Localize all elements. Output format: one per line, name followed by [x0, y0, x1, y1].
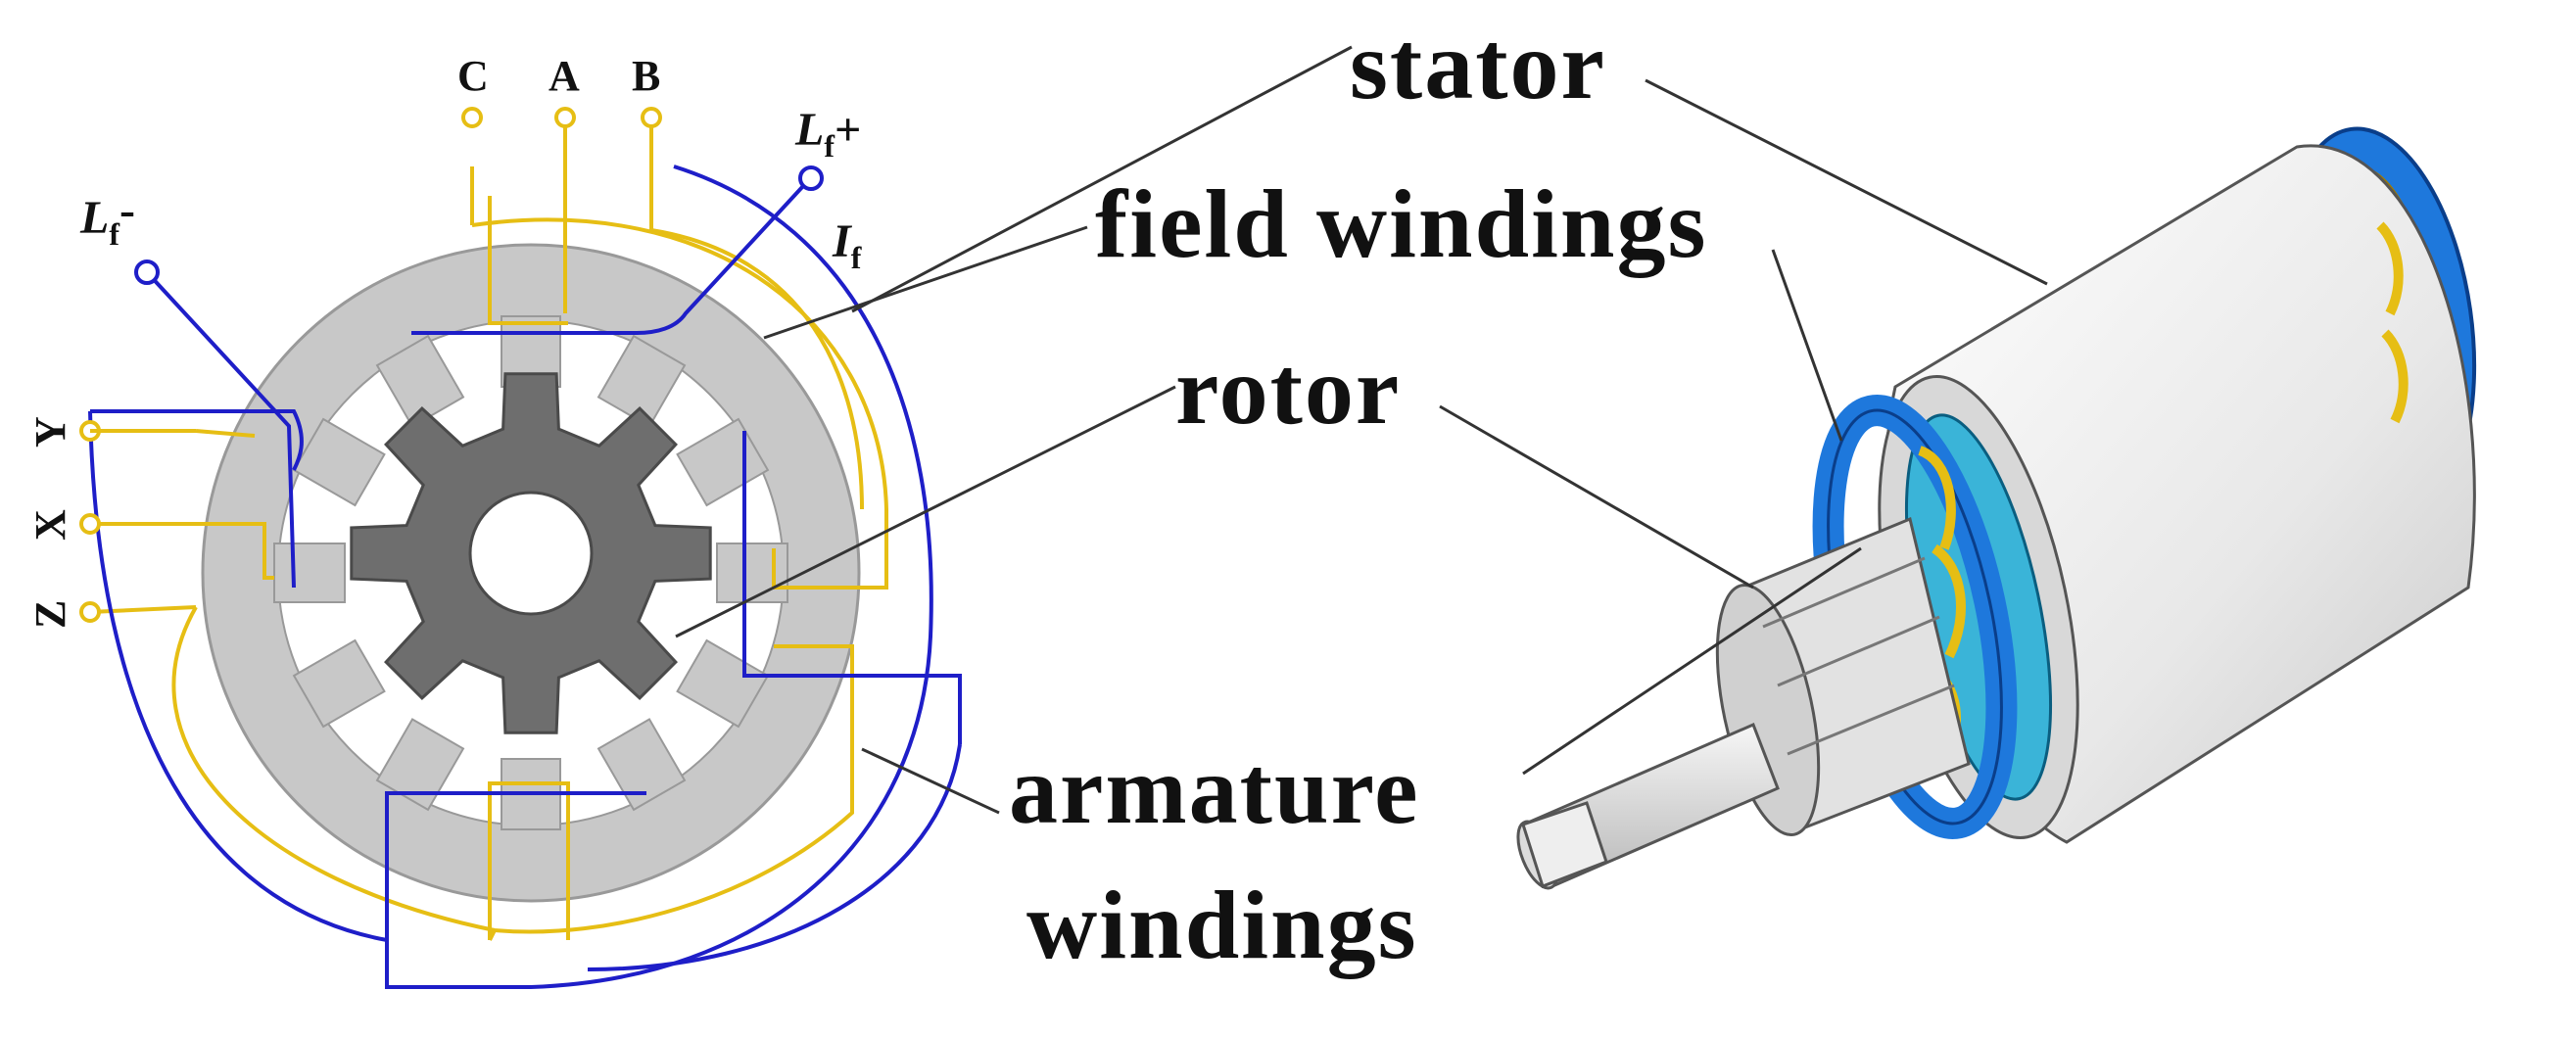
terminal-b-marker — [641, 107, 662, 128]
field-coil-detail — [1917, 221, 2409, 767]
motor-3d-view — [1516, 126, 2477, 890]
field-current-label: If — [832, 215, 862, 275]
stator-tooth — [292, 638, 386, 729]
terminal-c-label: C — [457, 52, 489, 100]
label-armature: armature — [1009, 735, 1420, 844]
label-field-windings: field windings — [1095, 169, 1707, 278]
stator-tooth — [716, 543, 788, 603]
stator-tooth — [292, 417, 386, 507]
stator-tooth — [375, 334, 465, 428]
terminal-x-label: X — [26, 509, 74, 541]
label-windings: windings — [1026, 871, 1418, 979]
field-leader-right — [1771, 249, 1843, 442]
rotor-leader-left — [675, 385, 1176, 638]
stator-leader-right — [1645, 78, 2048, 286]
terminal-lf-plus-marker — [798, 165, 824, 191]
label-rotor: rotor — [1175, 336, 1401, 445]
terminal-x-marker — [79, 513, 101, 535]
armature-winding-paths — [89, 118, 888, 941]
terminal-z-marker — [79, 601, 101, 623]
cross-section-diagram: C A B Y X Z Lf+ Lf- If — [26, 52, 962, 989]
terminal-a-label: A — [549, 52, 580, 100]
stator-tooth — [596, 334, 687, 428]
terminal-z-label: Z — [26, 600, 74, 629]
field-leader-left — [763, 225, 1088, 340]
armature-leader-left — [861, 747, 1000, 815]
terminal-a-marker — [554, 107, 576, 128]
stator-teeth — [273, 315, 788, 830]
terminal-lf-minus-marker — [134, 260, 160, 285]
stator-leader-left — [851, 45, 1353, 313]
armature-leader-right — [1522, 546, 1862, 776]
field-minus-label: Lf- — [79, 184, 135, 252]
label-stator: stator — [1350, 11, 1606, 119]
stator-tooth — [273, 543, 346, 603]
terminal-markers — [79, 107, 824, 623]
stator-tooth — [676, 638, 770, 729]
leader-lines — [675, 45, 2048, 815]
terminal-y-label: Y — [26, 416, 74, 448]
stator-tooth — [596, 718, 687, 812]
terminal-c-marker — [461, 107, 483, 128]
rotor-leader-right — [1439, 404, 1754, 590]
terminal-b-label: B — [632, 52, 660, 100]
rotor-shaft-hole — [468, 491, 594, 616]
field-winding-paths — [88, 165, 962, 989]
shaft-spline — [1521, 801, 1608, 888]
field-plus-label: Lf+ — [794, 104, 861, 164]
